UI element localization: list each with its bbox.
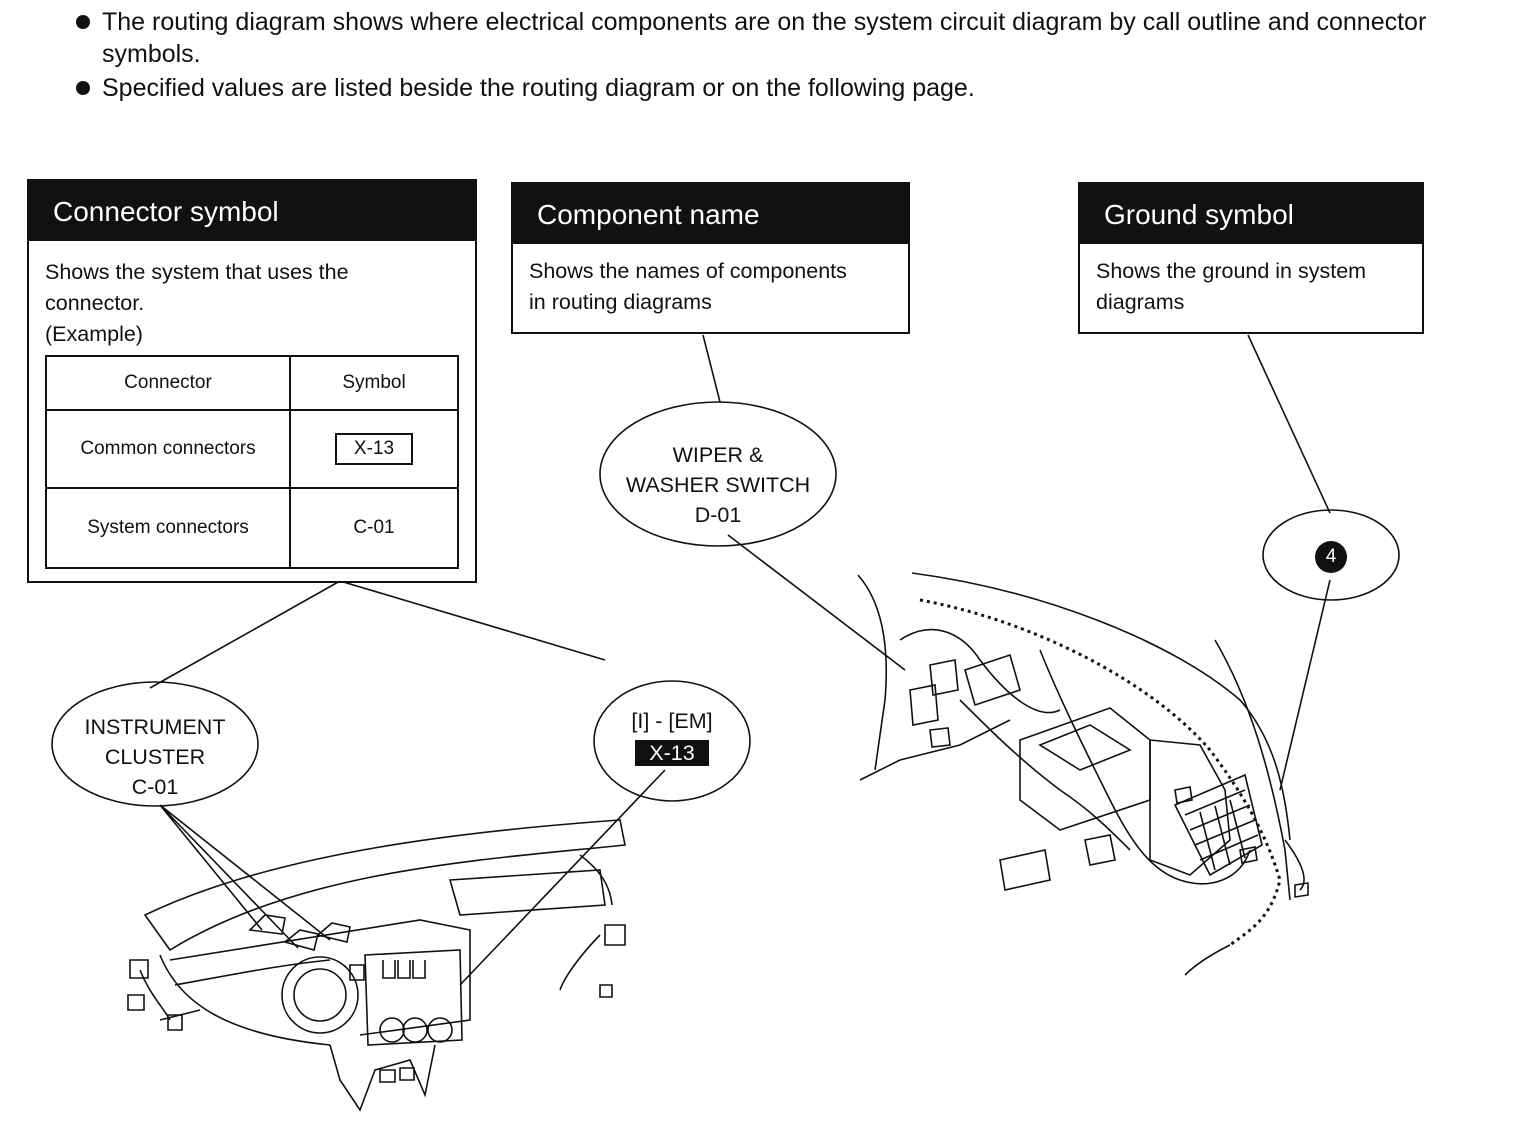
x13-symbol-inverted: X-13 [635,740,709,766]
harness-drawing [857,572,1309,976]
ground-symbol-description: Shows the ground in system diagrams [1080,244,1422,318]
wiper-line3: D-01 [694,503,742,527]
connector-symbol-title: Connector symbol [29,181,475,241]
header-symbol: Symbol [289,355,459,411]
note-1: The routing diagram shows where electric… [72,6,1492,70]
leader-ground-to-circle [1247,334,1331,514]
wiper-line1: WIPER & [672,443,764,467]
wiper-line2: WASHER SWITCH [625,473,811,497]
intro-notes: The routing diagram shows where electric… [72,6,1492,106]
component-desc-line2: in routing diagrams [529,290,712,314]
leader-connector-to-x13 [339,580,606,661]
connector-desc-line1: Shows the system that uses the [45,260,349,284]
leader-x13-to-dash [459,769,666,986]
instrument-cluster-callout: INSTRUMENT CLUSTER C-01 [55,712,255,802]
instrument-line3: C-01 [131,775,179,799]
leader-component-to-wiper [702,334,721,403]
component-name-title: Component name [513,184,908,244]
table-row: System connectors C-01 [45,487,459,569]
wiper-callout-outline [599,401,837,547]
leader-wiper-to-harness [727,534,906,671]
connector-desc-line3: (Example) [45,322,143,346]
ground-number: 4 [1325,546,1337,567]
leader-ground-to-body [1279,579,1331,791]
component-name-box: Component name Shows the names of compon… [511,182,910,334]
connector-symbol-description: Shows the system that uses the connector… [29,241,475,350]
table-header-row: Connector Symbol [45,355,459,411]
ground-desc-line1: Shows the ground in system [1096,259,1367,283]
row2-connector: System connectors [45,487,291,569]
leader-connector-to-instrument [149,580,341,689]
leader-instrument-to-connectors [159,804,331,949]
ground-symbol-title: Ground symbol [1080,184,1422,244]
component-desc-line1: Shows the names of components [529,259,847,283]
component-name-description: Shows the names of components in routing… [513,244,908,318]
row1-symbol-cell: X-13 [289,409,459,489]
table-row: Common connectors X-13 [45,409,459,489]
instrument-callout-outline [51,681,259,807]
row2-symbol: C-01 [289,487,459,569]
wiper-switch-callout: WIPER & WASHER SWITCH D-01 [600,440,836,530]
instrument-line1: INSTRUMENT [84,715,226,739]
ground-desc-line2: diagrams [1096,290,1185,314]
connector-symbol-box: Connector symbol Shows the system that u… [27,179,477,583]
note-2: Specified values are listed beside the r… [72,72,1492,104]
row1-connector: Common connectors [45,409,291,489]
x13-callout-outline [593,680,751,802]
dashboard-drawing [127,819,626,1112]
connector-desc-line2: connector. [45,291,145,315]
x13-connector-callout: [I] - [EM] X-13 [596,706,748,768]
ground-symbol-dot [1315,541,1347,573]
ground-symbol-box: Ground symbol Shows the ground in system… [1078,182,1424,334]
connector-example-table: Connector Symbol Common connectors X-13 … [45,355,459,569]
x13-system-label: [I] - [EM] [631,709,713,733]
header-connector: Connector [45,355,291,411]
common-connector-symbol: X-13 [334,433,414,465]
instrument-line2: CLUSTER [104,745,206,769]
ground-callout-outline [1262,509,1400,601]
